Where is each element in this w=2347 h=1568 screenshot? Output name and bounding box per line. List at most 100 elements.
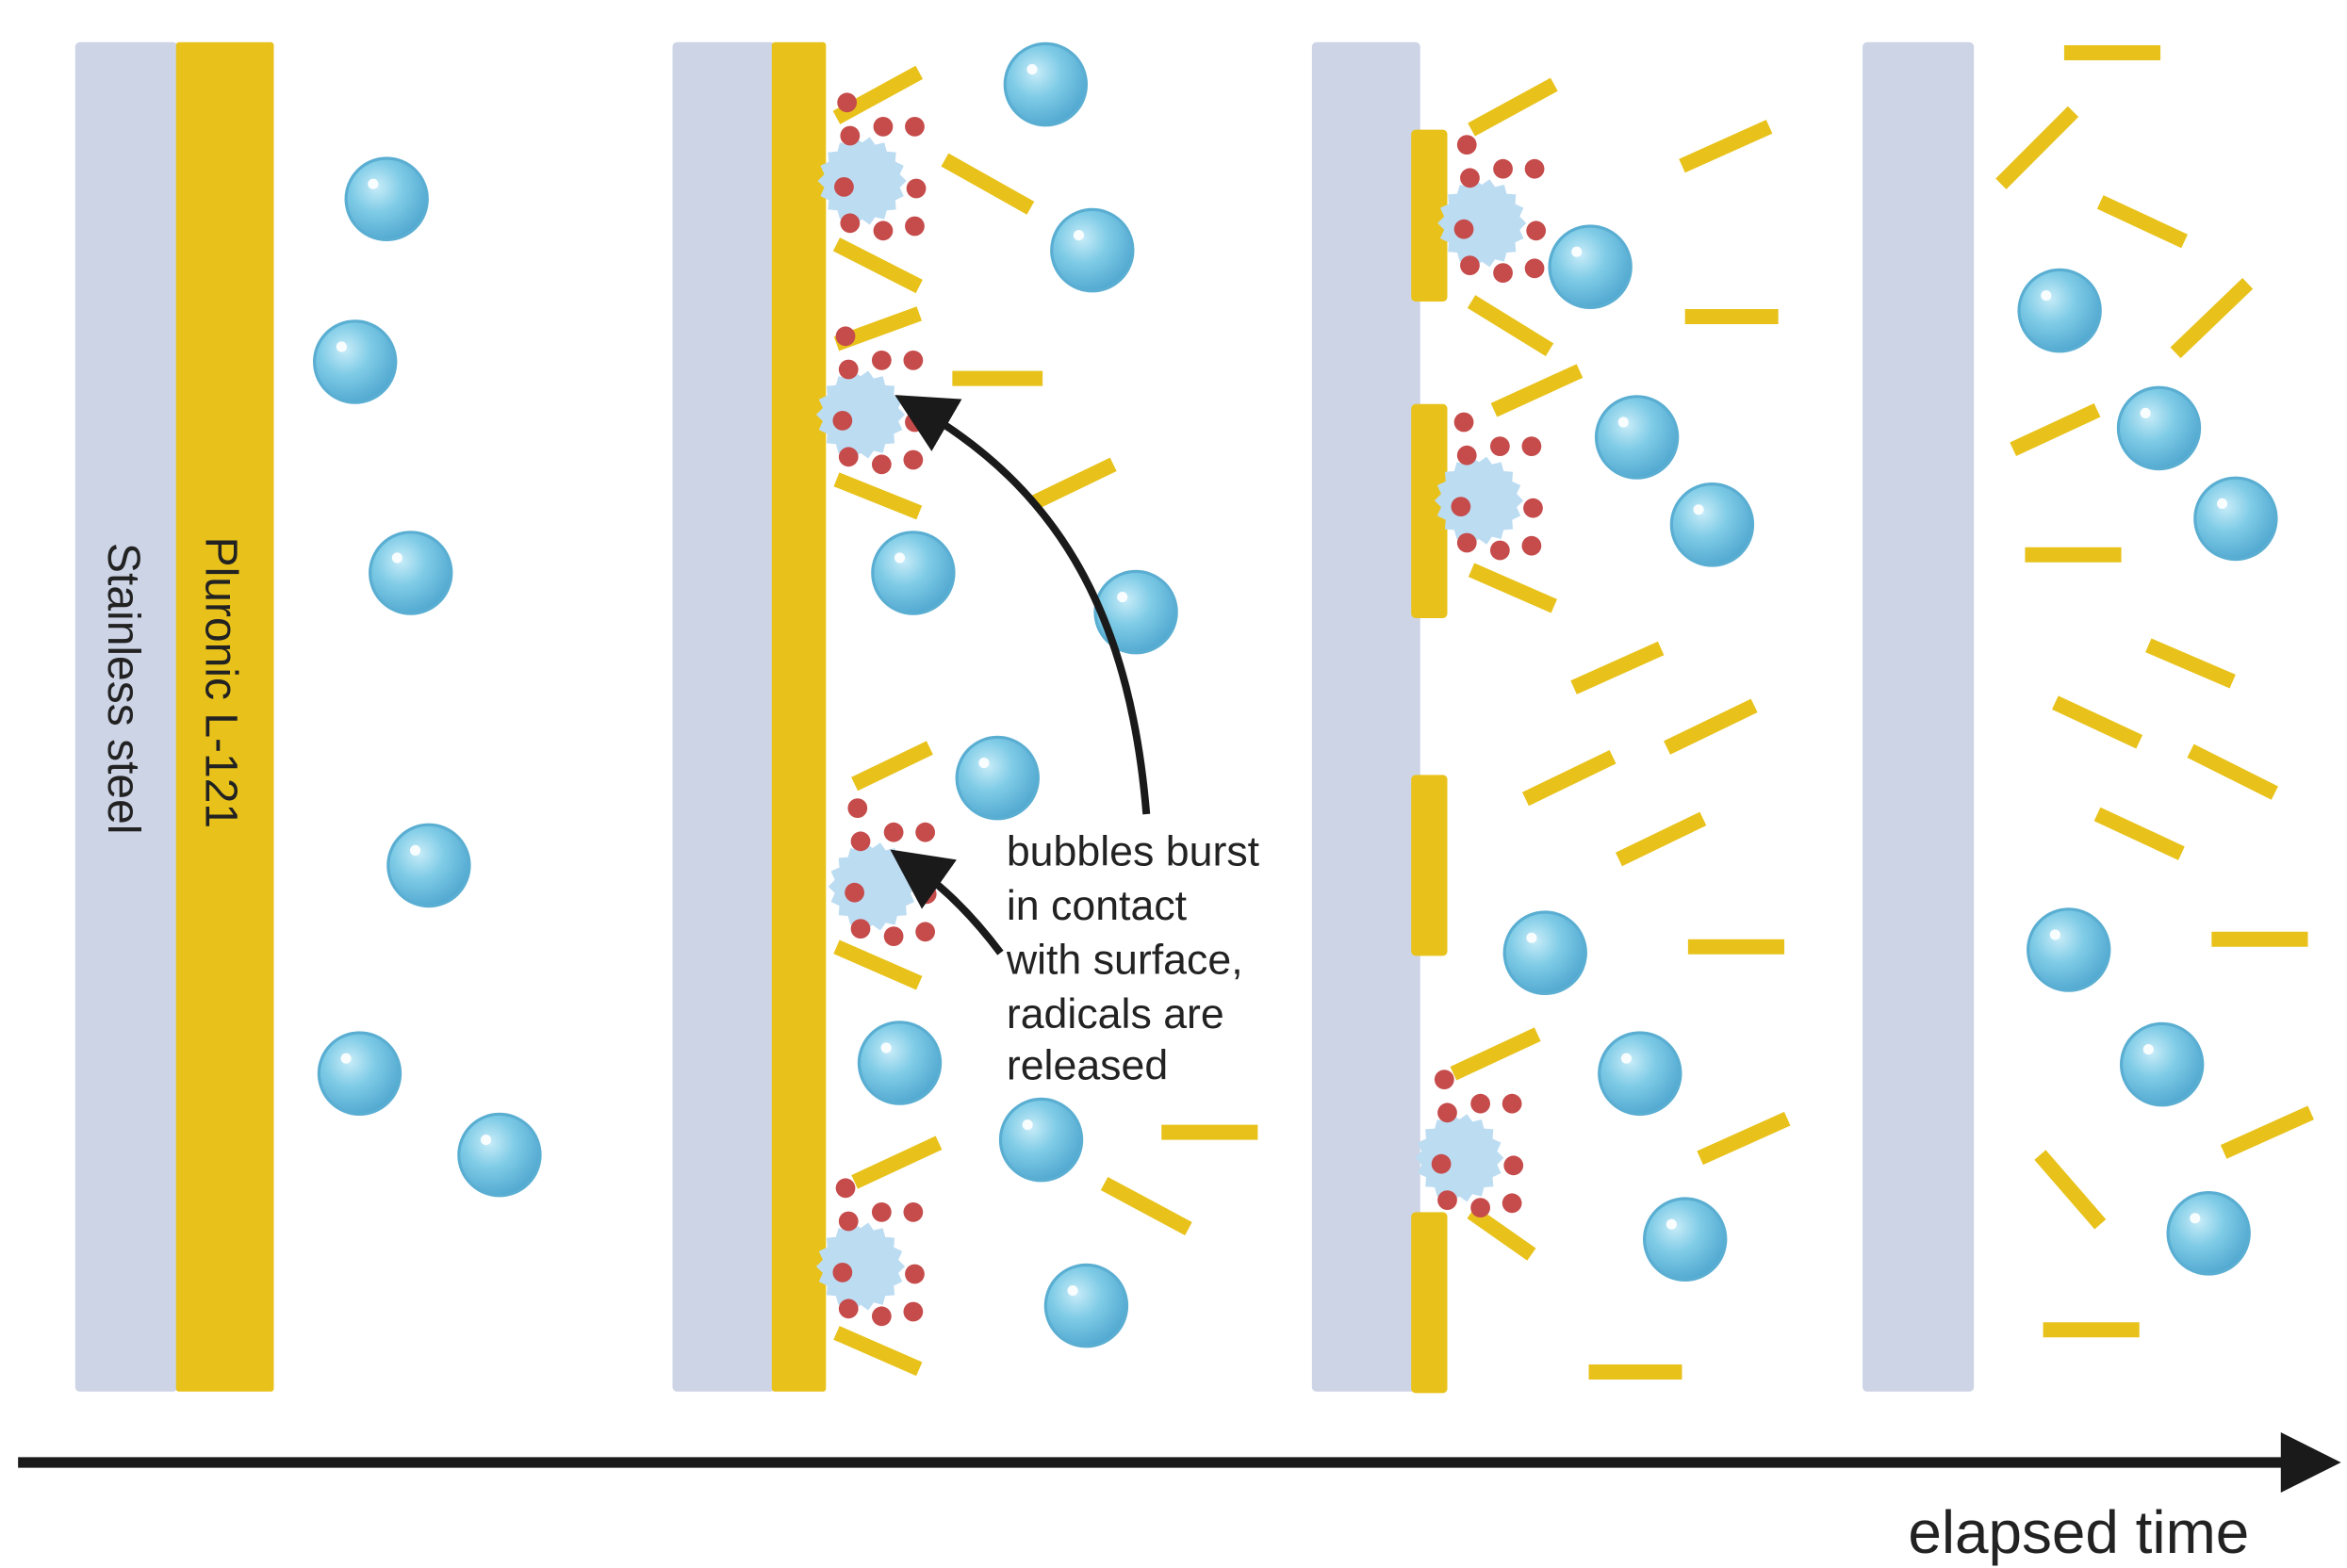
radical-dot <box>903 1301 924 1322</box>
polymer-fragment <box>941 153 1035 215</box>
radical-dot <box>835 1178 856 1199</box>
bubble-body <box>857 1021 943 1105</box>
gas-bubble <box>955 735 1040 821</box>
gas-bubble <box>313 319 398 404</box>
bubble-body <box>2017 268 2102 353</box>
bubble-highlight <box>391 552 402 564</box>
bubble-highlight <box>340 1053 352 1064</box>
radical-dot <box>1456 135 1477 155</box>
burst-bubble-body <box>1434 456 1524 545</box>
polymer-fragment <box>2034 1150 2107 1230</box>
time-axis-label: elapsed time <box>1908 1498 2249 1566</box>
polymer-fragment <box>1467 295 1554 357</box>
collapsing-bubble <box>817 92 927 241</box>
pluronic-coating <box>175 41 274 1392</box>
panel-1-initial: Stainless steel Pluronic L-121 <box>74 41 542 1392</box>
coating-patch <box>1411 1212 1448 1394</box>
collapsing-bubble <box>815 326 925 475</box>
bubble-highlight <box>368 178 379 189</box>
bubble-body <box>1598 1031 1682 1117</box>
radical-dot <box>1470 1198 1490 1217</box>
steel-plate <box>672 41 776 1392</box>
polymer-fragment <box>1450 1027 1541 1081</box>
bubble-highlight <box>2216 498 2228 509</box>
radical-dot <box>1437 1102 1457 1123</box>
bubble-body <box>1548 224 1633 310</box>
gas-bubble <box>344 156 429 242</box>
radical-dot <box>873 220 894 241</box>
gas-bubble <box>1003 41 1089 127</box>
polymer-fragment <box>2145 638 2236 689</box>
polymer-fragment <box>833 1326 923 1377</box>
radical-dot <box>1460 255 1480 275</box>
collapsing-bubbles <box>1415 135 1547 1217</box>
polymer-fragment <box>833 472 923 520</box>
polymer-fragment <box>851 741 933 792</box>
bubble-highlight <box>336 341 347 352</box>
bubble-highlight <box>2142 1044 2154 1055</box>
annotation-arrow-upper <box>894 395 1151 815</box>
polymer-fragment <box>2010 402 2101 457</box>
radical-dot <box>915 822 936 842</box>
bubble-highlight <box>880 1042 892 1054</box>
radical-dot <box>834 177 854 197</box>
radical-dot <box>1460 168 1480 188</box>
coating-patch <box>1411 403 1448 618</box>
polymer-fragment <box>1697 1111 1791 1166</box>
radical-dot <box>903 1202 924 1222</box>
radical-dot <box>1456 445 1477 466</box>
bubble-body <box>998 1097 1084 1183</box>
gas-bubble <box>369 531 453 615</box>
radical-dot <box>903 351 924 370</box>
bubble-highlight <box>1666 1218 1677 1230</box>
radical-dot <box>1489 436 1510 456</box>
annotation-arrow-lower <box>890 849 1004 956</box>
pluronic-coating <box>771 41 827 1392</box>
gas-bubble <box>1050 207 1135 293</box>
bubble-highlight <box>2049 929 2060 940</box>
polymer-fragment <box>851 1135 943 1189</box>
bubble-highlight <box>409 844 421 856</box>
radical-dot <box>873 117 894 137</box>
bubble-body <box>457 1112 542 1198</box>
radical-dot <box>838 447 859 467</box>
gas-bubble <box>1093 569 1178 655</box>
bubble-body <box>2166 1191 2251 1276</box>
bubble-group <box>2017 268 2278 1276</box>
bubble-body <box>2119 1021 2205 1107</box>
polymer-fragment <box>2093 807 2185 860</box>
burst-bubble-body <box>815 370 906 459</box>
polymer-fragment <box>1615 811 1707 867</box>
radical-dot <box>906 178 927 199</box>
polymer-fragment <box>1468 77 1558 137</box>
bubble-highlight <box>2190 1213 2201 1224</box>
radical-dot <box>1526 220 1547 241</box>
gas-bubble <box>1502 910 1587 996</box>
bubble-body <box>1669 482 1755 567</box>
polymer-fragment <box>1522 749 1617 807</box>
radical-dot <box>838 359 859 380</box>
bubble-body <box>313 319 398 404</box>
radical-dot <box>871 1202 892 1222</box>
radical-dot <box>1493 158 1513 179</box>
bubble-highlight <box>2140 407 2151 418</box>
radical-dot <box>1431 1153 1452 1174</box>
bubble-body <box>344 156 429 242</box>
bubble-body <box>1043 1263 1129 1348</box>
radical-dot <box>871 454 892 475</box>
radical-dot <box>832 411 853 431</box>
bubble-highlight <box>480 1135 492 1146</box>
gas-bubble <box>2116 385 2202 471</box>
bubble-body <box>1003 41 1089 127</box>
bubble-body <box>1594 395 1680 480</box>
bubble-body <box>1093 569 1178 655</box>
annotation-line: with surface, <box>1006 937 1243 984</box>
gas-bubble <box>871 531 956 615</box>
collapsing-bubble <box>1437 135 1547 283</box>
stainless-steel-label: Stainless steel <box>98 543 148 834</box>
bubble-highlight <box>1620 1053 1633 1064</box>
polymer-fragment <box>1100 1176 1192 1236</box>
bubble-highlight <box>2041 290 2052 302</box>
